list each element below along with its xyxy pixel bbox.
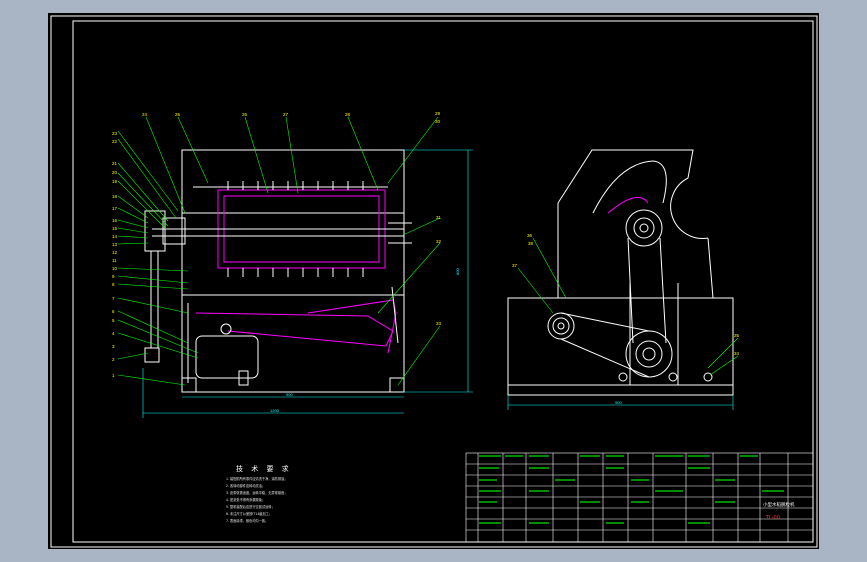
label-24: 24 — [142, 112, 148, 117]
label-36: 36 — [527, 233, 533, 238]
label-6: 6 — [112, 309, 115, 314]
label-13: 13 — [112, 242, 118, 247]
tech-req-line-2: 2. 各转动部件应转动灵活； — [226, 483, 265, 488]
tech-req-line-3: 3. 皮带张紧适度，运转平稳，无异常噪音； — [226, 490, 287, 495]
tech-req-line-6: 6. 未注尺寸公差按IT14级加工； — [226, 511, 272, 516]
label-17: 17 — [112, 206, 118, 211]
tech-req-line-1: 1. 装配前所有零件应清洗干净，涂防锈油； — [226, 476, 287, 481]
label-26: 26 — [242, 112, 248, 117]
title-block — [465, 452, 814, 543]
side-leaders — [517, 237, 739, 376]
label-28: 28 — [345, 112, 351, 117]
label-34: 34 — [734, 351, 740, 356]
label-29: 29 — [435, 111, 441, 116]
label-15: 15 — [112, 226, 118, 231]
label-9: 9 — [112, 274, 115, 279]
label-27: 27 — [283, 112, 289, 117]
label-19: 19 — [112, 179, 118, 184]
side-part-labels: 37 36 35 34 38 — [512, 233, 740, 356]
label-16: 16 — [112, 218, 118, 223]
engineering-drawing: 900 1200 800 24 25 23 — [50, 15, 818, 548]
front-part-labels: 24 25 23 22 21 20 19 18 17 16 15 14 13 1… — [112, 111, 442, 378]
front-view — [144, 149, 412, 393]
side-view — [507, 149, 734, 396]
label-18: 18 — [112, 194, 118, 199]
tech-req-title: 技 术 要 求 — [236, 464, 292, 473]
label-1: 1 — [112, 373, 115, 378]
label-2: 2 — [112, 357, 115, 362]
label-23: 23 — [112, 131, 118, 136]
dim-side-width: 900 — [615, 400, 622, 405]
tech-req-line-5: 5. 整机装配后应进行空载试运转； — [226, 504, 275, 509]
label-3: 3 — [112, 344, 115, 349]
drawing-canvas: 900 1200 800 24 25 23 — [48, 13, 819, 549]
dim-front-height: 800 — [455, 268, 460, 275]
title-block-code: TL-00 — [765, 515, 780, 521]
label-22: 22 — [112, 139, 118, 144]
label-8: 8 — [112, 282, 115, 287]
technical-requirements: 技 术 要 求 1. 装配前所有零件应清洗干净，涂防锈油； 2. 各转动部件应转… — [226, 464, 292, 523]
title-block-name: 小型水稻脱粒机 — [763, 501, 795, 508]
tech-req-line-7: 7. 表面涂漆，颜色均匀一致。 — [226, 518, 268, 523]
outer-border — [50, 15, 818, 548]
label-33: 33 — [436, 321, 442, 326]
label-7: 7 — [112, 296, 115, 301]
label-14: 14 — [112, 234, 118, 239]
front-dimensions — [142, 149, 473, 418]
label-32: 32 — [436, 239, 442, 244]
dim-front-width: 900 — [286, 392, 293, 397]
side-dimensions — [507, 395, 734, 410]
label-12: 12 — [112, 250, 118, 255]
front-leaders — [117, 116, 441, 386]
label-25: 25 — [175, 112, 181, 117]
label-4: 4 — [112, 331, 115, 336]
dim-front-total: 1200 — [270, 408, 280, 413]
label-11: 11 — [112, 258, 117, 263]
tech-req-line-4: 4. 密封处不得有渗漏现象； — [226, 497, 265, 502]
label-38: 38 — [528, 241, 534, 246]
label-31: 31 — [436, 215, 442, 220]
label-37: 37 — [512, 263, 518, 268]
label-20: 20 — [112, 170, 118, 175]
label-30: 30 — [435, 119, 441, 124]
title-block-cells — [479, 455, 784, 524]
label-21: 21 — [112, 161, 118, 166]
label-35: 35 — [734, 333, 740, 338]
label-10: 10 — [112, 266, 118, 271]
label-5: 5 — [112, 318, 115, 323]
inner-border — [72, 20, 814, 543]
